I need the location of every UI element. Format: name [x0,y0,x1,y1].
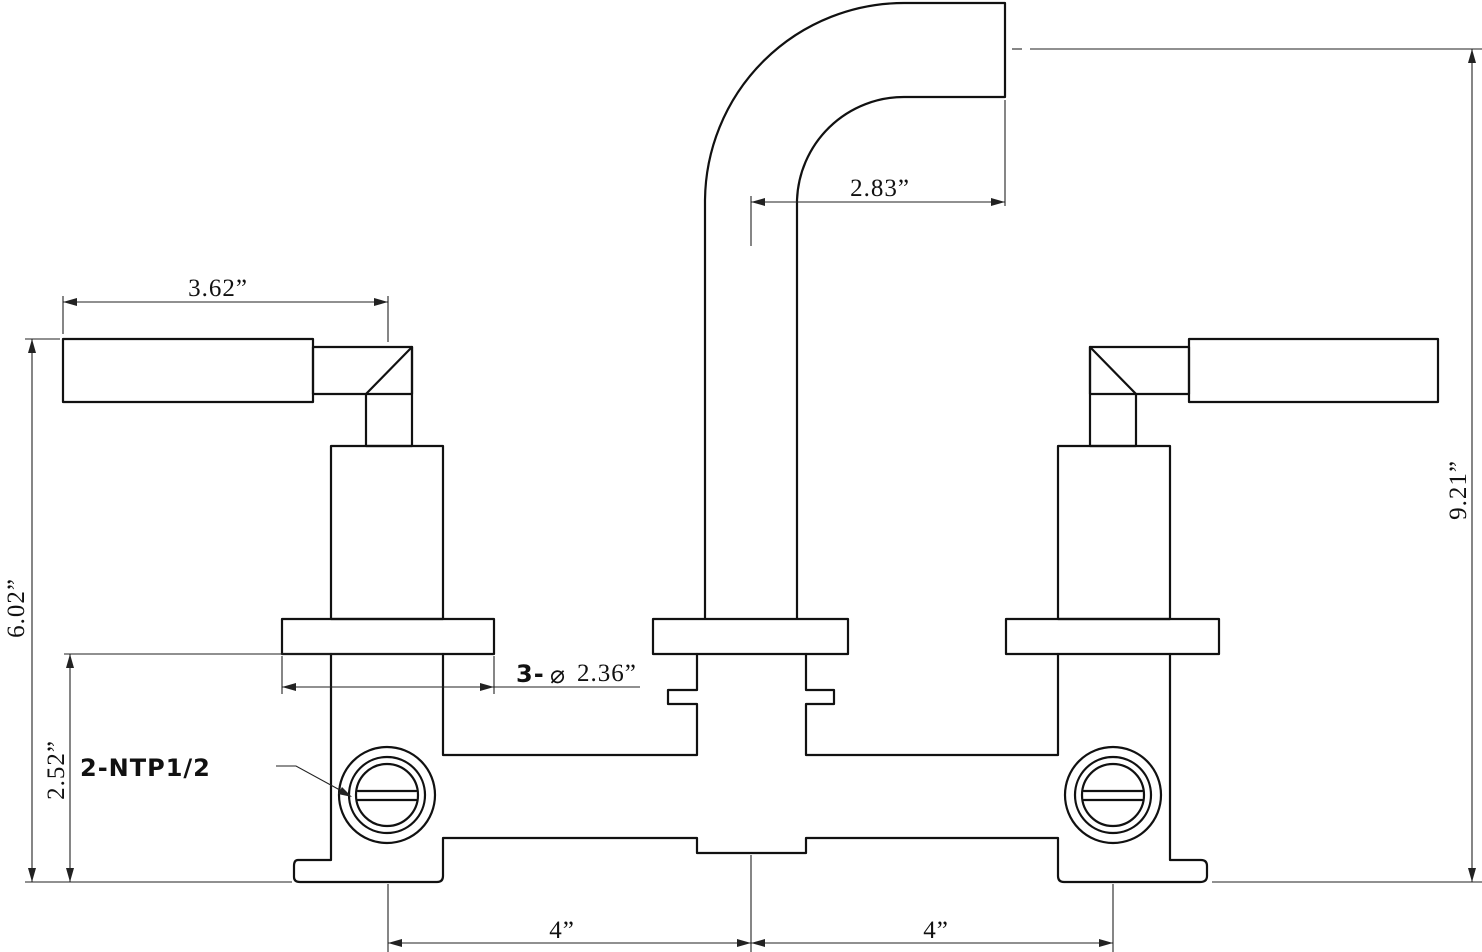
dimension-flange-diameter: 3- ⌀ 2.36” [281,656,640,694]
deck-height-label: 2.52” [43,740,70,800]
spout-reach-label: 2.83” [850,175,910,202]
left-handle [61,337,445,621]
flange-diameter-value: 2.36” [577,660,637,687]
annotation-connection: 2-NTP1/2 [80,754,352,797]
flanges [280,617,1221,656]
spacing-right-label: 4” [923,917,949,944]
spacing-left-label: 4” [549,917,575,944]
dimension-spout-reach: 2.83” [750,100,1006,246]
flange-diameter-prefix: 3- [516,660,545,688]
connection-label: 2-NTP1/2 [80,754,211,782]
handle-length-label: 3.62” [188,275,248,302]
right-inlet-port [1063,745,1163,845]
dimension-overall-height: 9.21” [1012,48,1482,883]
overall-height-label: 9.21” [1445,460,1472,520]
diameter-symbol-icon: ⌀ [550,662,566,689]
handle-height-label: 6.02” [3,578,30,638]
valve-body [292,652,1209,884]
right-handle [1056,337,1440,621]
dimension-center-spacing: 4” 4” [387,855,1114,952]
dimension-deck-height: 2.52” [43,653,442,882]
spout [703,1,1007,620]
dimension-handle-length: 3.62” [62,275,389,342]
left-inlet-port [337,745,437,845]
